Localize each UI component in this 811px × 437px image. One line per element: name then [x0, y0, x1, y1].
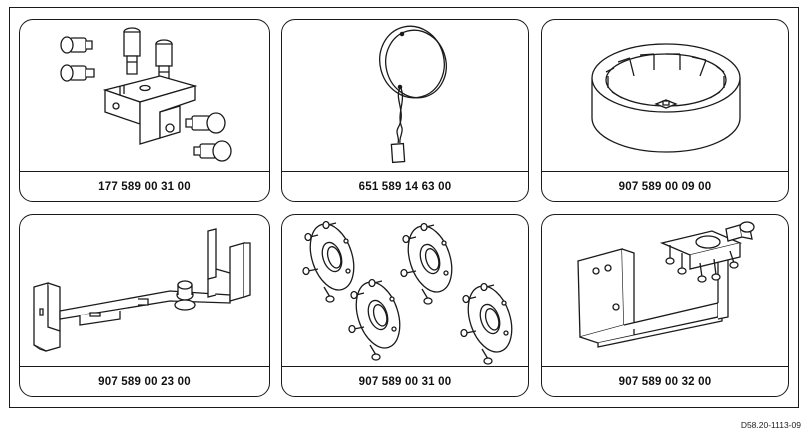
card-divider — [542, 171, 788, 172]
document-reference: D58.20-1113-09 — [740, 420, 801, 430]
card-divider — [542, 366, 788, 367]
part-number-label: 651 589 14 63 00 — [358, 180, 452, 193]
card-divider — [20, 171, 269, 172]
part-number-label: 907 589 00 32 00 — [618, 375, 712, 388]
tool-card-4: 907 589 00 23 00 — [19, 214, 270, 397]
bracket-holder-icon — [20, 215, 269, 366]
tool-card-6: 907 589 00 32 00 — [541, 214, 789, 397]
cup-socket-wrench-icon — [542, 20, 788, 171]
figure-frame — [9, 7, 799, 408]
part-number-label: 907 589 00 31 00 — [358, 375, 452, 388]
card-divider — [282, 366, 528, 367]
part-number-label: 907 589 00 09 00 — [618, 180, 712, 193]
part-number-label: 907 589 00 23 00 — [98, 375, 191, 388]
u-frame-fixture-icon — [542, 215, 788, 366]
tool-card-1: 177 589 00 31 00 — [19, 19, 270, 202]
card-divider — [282, 171, 528, 172]
flange-plates-set-icon — [282, 215, 528, 366]
tool-card-3: 907 589 00 09 00 — [541, 19, 789, 202]
tool-card-2: 651 589 14 63 00 — [281, 19, 529, 202]
bolt-clamp-fixture-icon — [20, 20, 269, 171]
tool-card-5: 907 589 00 31 00 — [281, 214, 529, 397]
round-disc-tag-icon — [282, 20, 528, 171]
part-number-label: 177 589 00 31 00 — [98, 180, 191, 193]
card-divider — [20, 366, 269, 367]
